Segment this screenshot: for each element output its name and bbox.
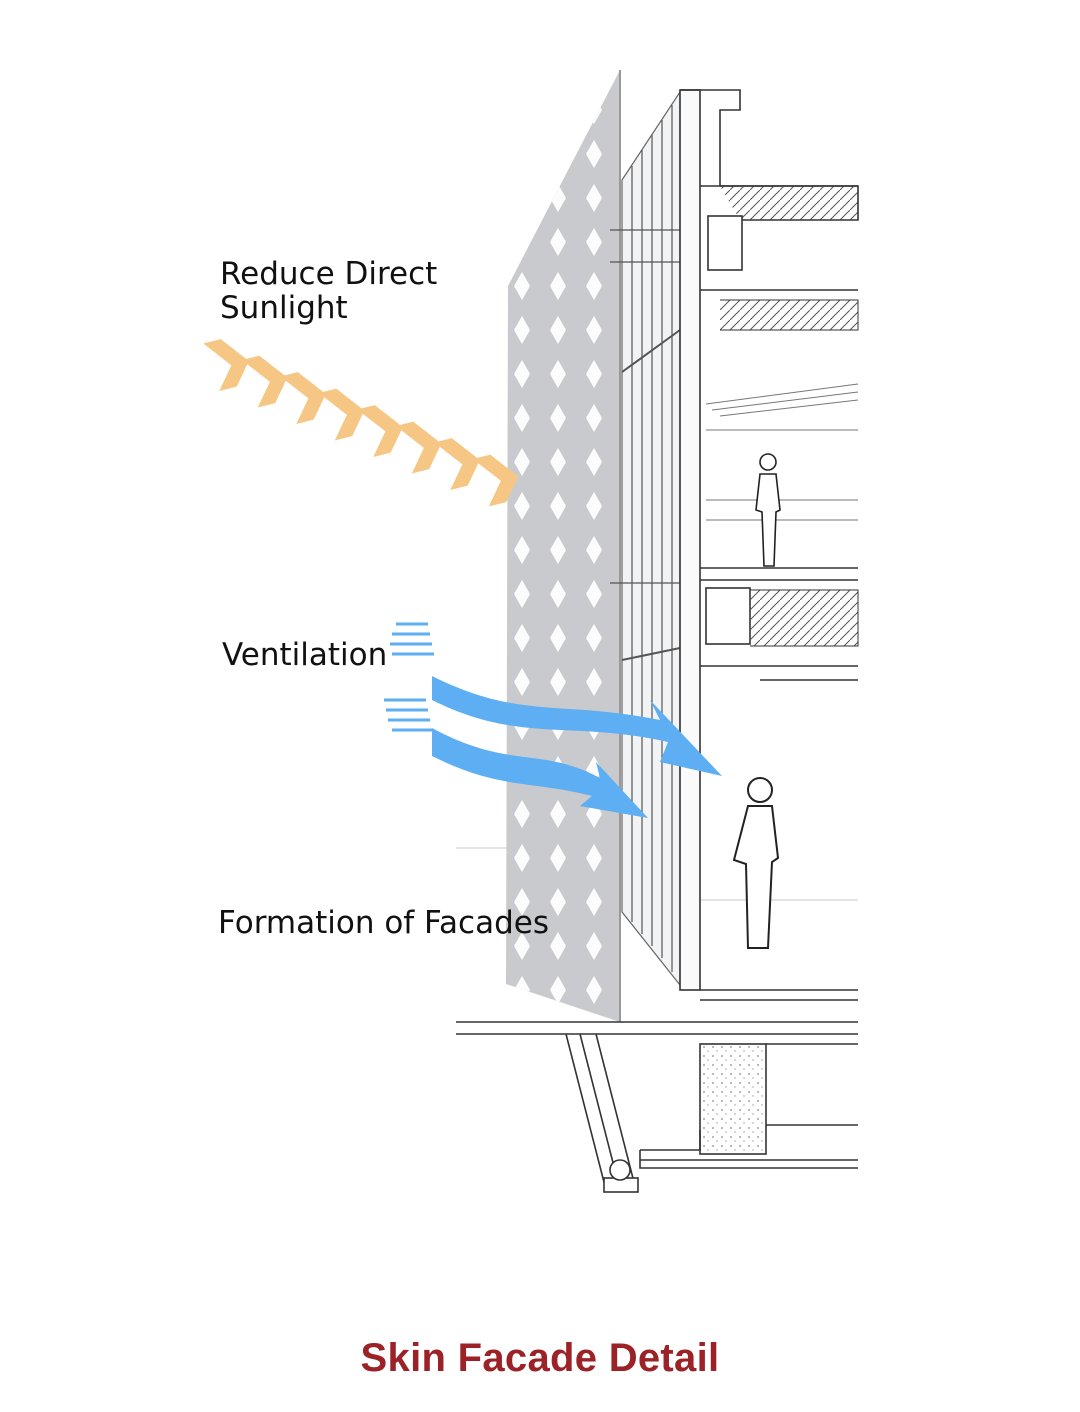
sunlight-chevron: [203, 339, 249, 392]
sunlight-chevron: [472, 454, 519, 507]
label-line: Sunlight: [220, 290, 348, 326]
person-silhouette-icon: [755, 453, 781, 567]
sunlight-chevron: [241, 355, 288, 408]
label-ventilation: Ventilation: [222, 637, 388, 673]
sunlight-chevron-arrows-icon: [203, 339, 519, 507]
ceiling-detail: [705, 383, 859, 521]
figure-caption: Skin Facade Detail: [360, 1336, 720, 1380]
sunlight-chevron: [395, 421, 442, 474]
sunlight-chevron: [318, 388, 365, 441]
label-formation-of-facades: Formation of Facades: [218, 905, 549, 941]
sunlight-chevron: [434, 438, 480, 491]
person-silhouette-icon: [732, 777, 780, 949]
label-reduce-direct-sunlight: Reduce Direct Sunlight: [220, 257, 437, 325]
ventilation-flow-arrows-icon: [384, 622, 722, 818]
building-section: [456, 89, 859, 1193]
label-line: Reduce Direct: [220, 256, 438, 292]
sunlight-chevron: [280, 372, 326, 425]
perforated-skin-panel: [506, 70, 621, 1022]
sunlight-chevron: [357, 405, 403, 458]
